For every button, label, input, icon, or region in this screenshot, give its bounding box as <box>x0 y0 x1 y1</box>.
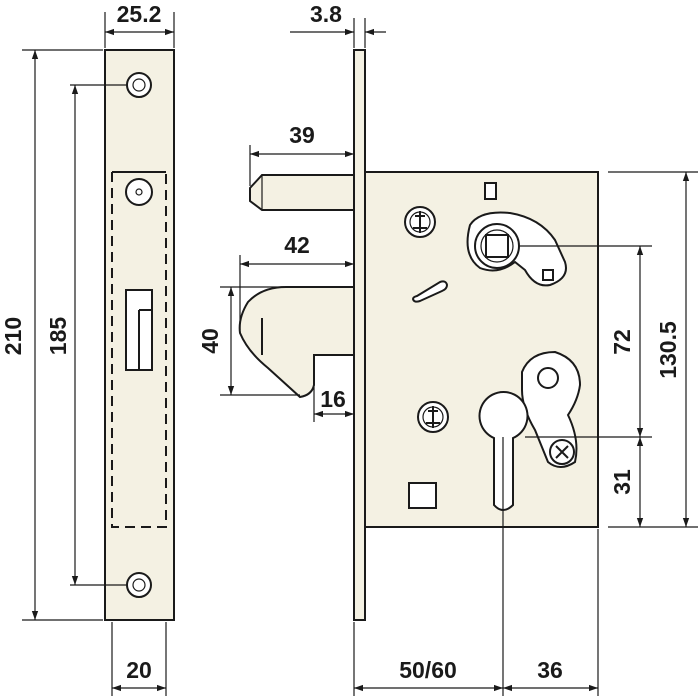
dim-bolt-projection: 39 <box>249 122 354 186</box>
label-cylinder-to-bottom: 31 <box>609 469 635 495</box>
label-faceplate-thickness: 3.8 <box>310 1 342 27</box>
dim-cylinder-to-back: 36 <box>503 657 598 692</box>
dim-hook-height: 40 <box>197 286 300 396</box>
label-hook-projection: 42 <box>284 232 310 258</box>
label-screw-spacing: 185 <box>45 317 71 356</box>
dim-hook-throat: 16 <box>313 386 354 422</box>
case-screw-top-icon <box>404 206 436 238</box>
lock-side-view <box>238 49 599 621</box>
label-case-height: 130.5 <box>655 321 681 379</box>
dim-case-height: 130.5 <box>608 171 698 528</box>
label-backset: 50/60 <box>399 657 457 683</box>
spacer-slot-icon <box>484 182 497 200</box>
bottom-square-icon <box>408 482 437 509</box>
case-screw-bottom-icon <box>417 401 449 433</box>
bottom-screw-hole-icon <box>126 572 152 598</box>
dim-hook-projection: 42 <box>239 232 354 330</box>
dim-handle-to-cylinder: 72 <box>518 245 652 438</box>
faceplate-edge <box>353 49 366 621</box>
diagonal-slot-icon <box>411 280 449 303</box>
spindle-follower-icon <box>466 211 567 287</box>
hook-slot-icon <box>125 289 153 371</box>
hook <box>238 286 355 399</box>
label-faceplate-width: 25.2 <box>117 1 162 27</box>
dim-screw-spacing: 185 <box>45 84 126 586</box>
label-forend-width: 20 <box>126 657 152 683</box>
cam-lever-icon <box>521 350 582 468</box>
dim-faceplate-thickness: 3.8 <box>290 1 386 48</box>
label-handle-to-cylinder: 72 <box>609 329 635 355</box>
label-hook-height: 40 <box>197 328 223 354</box>
bolt <box>249 174 355 211</box>
lock-case-hidden-outline <box>111 172 167 528</box>
label-bolt-projection: 39 <box>289 122 315 148</box>
dim-faceplate-height: 210 <box>0 49 103 621</box>
faceplate-front-view <box>104 49 175 621</box>
dim-forend-width: 20 <box>111 622 167 696</box>
top-screw-hole-icon <box>126 72 152 98</box>
dim-faceplate-width: 25.2 <box>104 1 175 48</box>
label-cylinder-to-back: 36 <box>537 657 563 683</box>
dim-cylinder-to-bottom: 31 <box>609 437 644 527</box>
label-faceplate-height: 210 <box>0 317 26 355</box>
bolt-opening-icon <box>125 178 153 206</box>
label-hook-throat: 16 <box>320 386 346 412</box>
dim-backset: 50/60 <box>353 437 599 696</box>
